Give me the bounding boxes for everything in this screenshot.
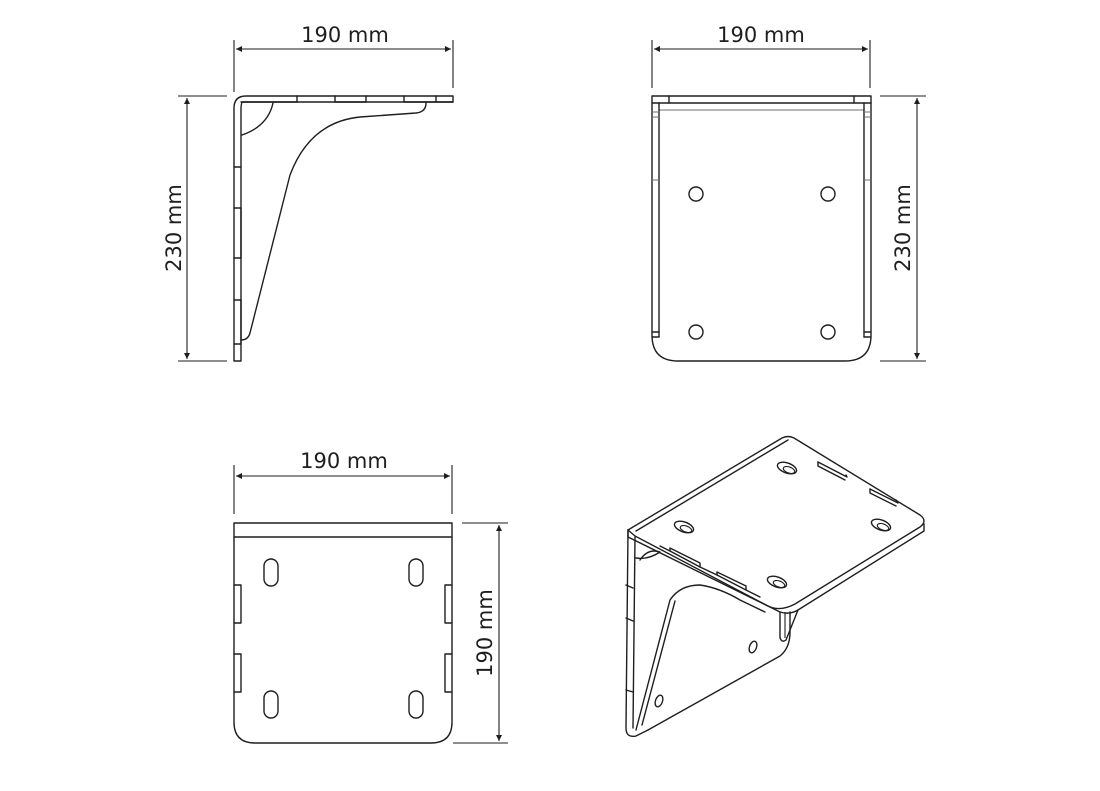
- slot: [766, 575, 788, 589]
- side-view: 190 mm 230 mm: [162, 23, 454, 362]
- hole: [820, 186, 836, 202]
- side-bracket-profile: [233, 95, 454, 362]
- side-height-label: 230 mm: [162, 184, 186, 272]
- slot: [776, 461, 798, 475]
- top-depth-label: 190 mm: [473, 589, 497, 677]
- hole: [688, 186, 704, 202]
- hole: [820, 324, 836, 340]
- front-height-label: 230 mm: [891, 184, 915, 272]
- top-width-label: 190 mm: [300, 449, 388, 473]
- top-depth-dimension: 190 mm: [453, 522, 508, 744]
- top-width-dimension: 190 mm: [233, 449, 453, 514]
- front-width-label: 190 mm: [717, 23, 805, 47]
- front-view: 190 mm 230 mm: [651, 23, 926, 362]
- slot: [408, 690, 424, 719]
- top-view: 190 mm 190 mm: [233, 449, 508, 744]
- slot: [870, 518, 892, 532]
- slot: [263, 558, 279, 587]
- isometric-view: [625, 435, 925, 738]
- side-height-dimension: 230 mm: [162, 95, 227, 362]
- side-width-label: 190 mm: [301, 23, 389, 47]
- slot: [263, 690, 279, 719]
- side-width-dimension: 190 mm: [233, 23, 454, 92]
- front-height-dimension: 230 mm: [880, 95, 926, 362]
- front-width-dimension: 190 mm: [651, 23, 871, 88]
- top-bracket-plate: [233, 522, 453, 744]
- hole: [654, 694, 664, 708]
- hole: [688, 324, 704, 340]
- hole: [748, 640, 758, 654]
- front-bracket-plate: [651, 95, 872, 362]
- slot: [673, 520, 695, 534]
- slot: [408, 558, 424, 587]
